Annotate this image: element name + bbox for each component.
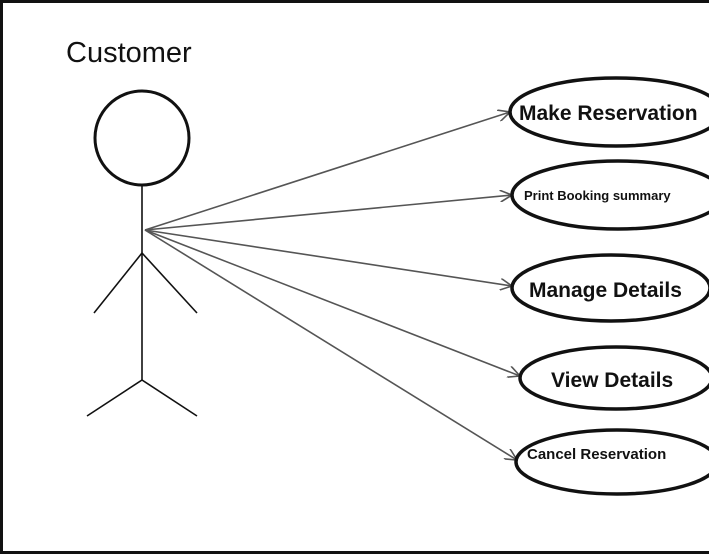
association-arrow-cancel-reservation — [144, 229, 517, 460]
use-case-label: View Details — [551, 369, 673, 392]
actor-stick-figure — [86, 89, 198, 417]
actor-left-leg — [86, 379, 143, 417]
association-arrow-view-details — [144, 229, 520, 376]
use-case-label: Cancel Reservation — [527, 446, 666, 463]
actor-label: Customer — [66, 37, 192, 69]
actor-head — [93, 89, 191, 187]
use-case-label: Manage Details — [529, 279, 682, 302]
use-case-label: Print Booking summary — [524, 188, 671, 203]
use-case-view-details: View Details — [518, 345, 709, 411]
actor-left-arm — [93, 252, 143, 314]
use-case-label: Make Reservation — [519, 102, 698, 125]
use-case-make-reservation: Make Reservation — [508, 76, 709, 148]
association-arrow-make-reservation — [144, 112, 510, 231]
use-case-cancel-reservation: Cancel Reservation — [514, 428, 709, 496]
association-arrow-manage-details — [144, 229, 512, 286]
actor-right-arm — [141, 252, 198, 314]
use-case-manage-details: Manage Details — [510, 253, 709, 323]
actor-right-leg — [141, 379, 198, 417]
use-case-print-booking-summary: Print Booking summary — [510, 159, 709, 231]
association-arrow-print-booking-summary — [144, 195, 512, 231]
